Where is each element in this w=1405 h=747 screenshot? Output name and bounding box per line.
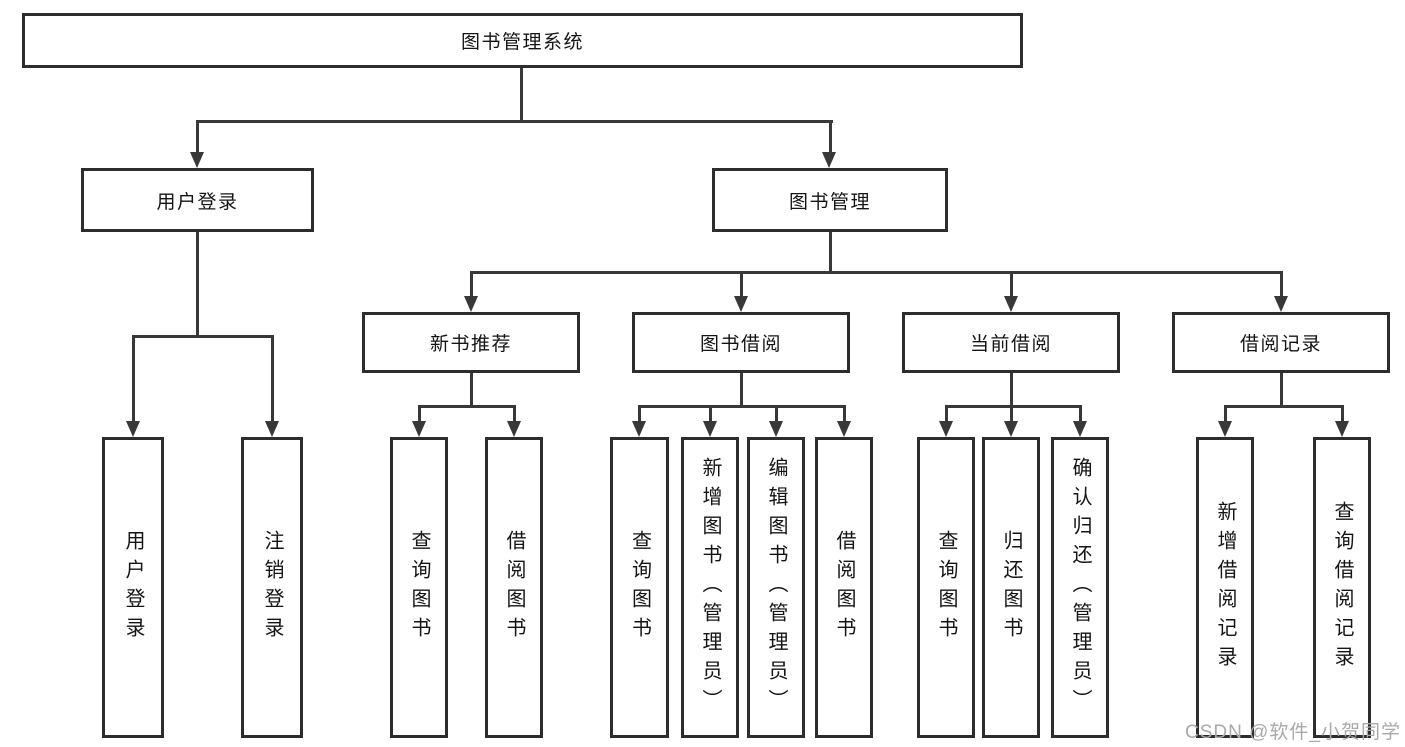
leaf-add-books-admin: 新增图书（管理员） bbox=[681, 437, 739, 738]
node-label: 借阅图书 bbox=[503, 529, 525, 646]
connector-line bbox=[196, 232, 199, 335]
connector-line bbox=[843, 405, 846, 422]
connector-line bbox=[1010, 373, 1013, 405]
node-current-borrowing: 当前借阅 bbox=[902, 312, 1120, 373]
leaf-borrow-books-2: 借阅图书 bbox=[815, 437, 873, 738]
node-label: 图书管理 bbox=[788, 191, 871, 213]
connector-line bbox=[945, 405, 948, 422]
node-label: 查询图书 bbox=[408, 529, 430, 646]
node-label: 查询借阅记录 bbox=[1331, 500, 1353, 675]
arrowhead-down-icon bbox=[837, 421, 851, 437]
node-user-login: 用户登录 bbox=[81, 168, 314, 232]
node-borrowing-records: 借阅记录 bbox=[1172, 312, 1390, 373]
node-label: 用户登录 bbox=[156, 191, 239, 213]
node-label: 新增借阅记录 bbox=[1214, 500, 1236, 675]
node-book-borrowing: 图书借阅 bbox=[632, 312, 850, 373]
node-new-book-recommend: 新书推荐 bbox=[362, 312, 580, 373]
connector-line bbox=[638, 405, 641, 422]
connector-line bbox=[740, 373, 743, 405]
connector-line bbox=[638, 405, 845, 408]
connector-line bbox=[1224, 405, 1227, 422]
node-label: 查询图书 bbox=[935, 529, 957, 646]
connector-line bbox=[829, 232, 832, 271]
connector-line bbox=[1280, 373, 1283, 405]
connector-line bbox=[271, 335, 274, 422]
arrowhead-down-icon bbox=[507, 421, 521, 437]
connector-line bbox=[1280, 271, 1283, 297]
node-label: 编辑图书（管理员） bbox=[765, 457, 787, 718]
arrowhead-down-icon bbox=[734, 296, 748, 312]
node-label: 用户登录 bbox=[122, 529, 144, 646]
leaf-user-login: 用户登录 bbox=[102, 437, 164, 738]
connector-line bbox=[196, 120, 833, 123]
arrowhead-down-icon bbox=[939, 421, 953, 437]
leaf-edit-books-admin: 编辑图书（管理员） bbox=[747, 437, 805, 738]
csdn-watermark: CSDN @软件_小贺同学 bbox=[1185, 722, 1401, 743]
connector-line bbox=[1224, 405, 1343, 408]
leaf-query-books-3: 查询图书 bbox=[917, 437, 975, 738]
arrowhead-down-icon bbox=[703, 421, 717, 437]
leaf-query-borrow-record: 查询借阅记录 bbox=[1313, 437, 1371, 738]
connector-line bbox=[132, 335, 274, 338]
connector-line bbox=[709, 405, 712, 422]
connector-line bbox=[1010, 271, 1013, 297]
arrowhead-down-icon bbox=[1004, 421, 1018, 437]
leaf-logout: 注销登录 bbox=[241, 437, 303, 738]
connector-line bbox=[418, 405, 421, 422]
connector-line bbox=[470, 271, 473, 297]
leaf-confirm-return-admin: 确认归还（管理员） bbox=[1051, 437, 1109, 738]
connector-line bbox=[196, 120, 199, 154]
node-label: 图书借阅 bbox=[699, 334, 782, 355]
arrowhead-down-icon bbox=[412, 421, 426, 437]
node-label: 借阅图书 bbox=[833, 529, 855, 646]
node-label: 新书推荐 bbox=[429, 334, 512, 355]
arrowhead-down-icon bbox=[769, 421, 783, 437]
connector-line bbox=[1010, 405, 1013, 422]
connector-line bbox=[1079, 405, 1082, 422]
node-label: 借阅记录 bbox=[1239, 334, 1322, 355]
node-label: 新增图书（管理员） bbox=[699, 457, 721, 718]
arrowhead-down-icon bbox=[1073, 421, 1087, 437]
node-label: 归还图书 bbox=[1000, 529, 1022, 646]
connector-line bbox=[829, 120, 832, 154]
connector-line bbox=[132, 335, 135, 422]
arrowhead-down-icon bbox=[190, 152, 204, 168]
leaf-borrow-books-1: 借阅图书 bbox=[485, 437, 543, 738]
connector-line bbox=[470, 373, 473, 405]
arrowhead-down-icon bbox=[1218, 421, 1232, 437]
node-book-management: 图书管理 bbox=[712, 168, 948, 232]
arrowhead-down-icon bbox=[632, 421, 646, 437]
node-label: 当前借阅 bbox=[969, 334, 1052, 355]
node-label: 注销登录 bbox=[261, 529, 283, 646]
leaf-add-borrow-record: 新增借阅记录 bbox=[1196, 437, 1254, 738]
leaf-query-books-1: 查询图书 bbox=[390, 437, 448, 738]
connector-line bbox=[775, 405, 778, 422]
arrowhead-down-icon bbox=[1004, 296, 1018, 312]
connector-line bbox=[945, 405, 1081, 408]
arrowhead-down-icon bbox=[265, 421, 279, 437]
connector-line bbox=[418, 405, 515, 408]
leaf-query-books-2: 查询图书 bbox=[610, 437, 669, 738]
arrowhead-down-icon bbox=[126, 421, 140, 437]
node-label: 图书管理系统 bbox=[460, 32, 584, 53]
node-label: 确认归还（管理员） bbox=[1069, 457, 1091, 718]
arrowhead-down-icon bbox=[1335, 421, 1349, 437]
connector-line bbox=[740, 271, 743, 297]
arrowhead-down-icon bbox=[464, 296, 478, 312]
leaf-return-books: 归还图书 bbox=[982, 437, 1040, 738]
arrowhead-down-icon bbox=[1274, 296, 1288, 312]
node-library-system-root: 图书管理系统 bbox=[22, 13, 1023, 68]
connector-line bbox=[513, 405, 516, 422]
connector-line bbox=[470, 271, 1282, 274]
connector-line bbox=[1341, 405, 1344, 422]
arrowhead-down-icon bbox=[822, 152, 836, 168]
node-label: 查询图书 bbox=[628, 529, 651, 646]
connector-line bbox=[520, 68, 523, 120]
